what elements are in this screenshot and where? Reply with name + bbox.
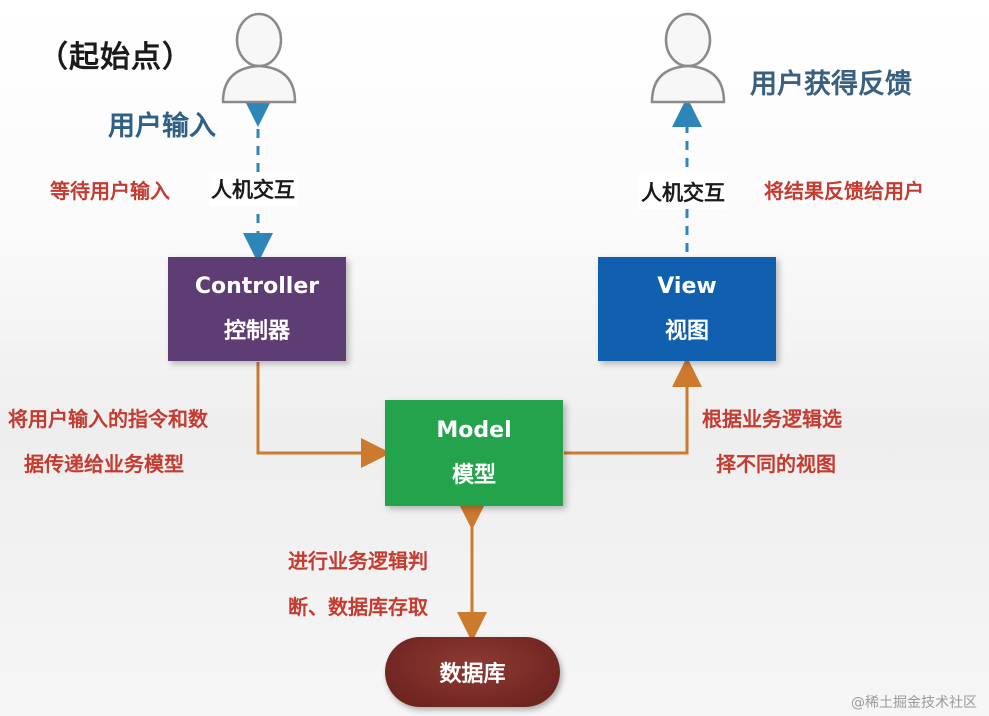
model-to-db-note-2: 断、数据库存取 (288, 595, 428, 619)
model-to-db-note-1: 进行业务逻辑判 (288, 549, 428, 573)
model-to-view-arrow (564, 357, 702, 455)
hci-right-label: 人机交互 (639, 175, 727, 209)
view-title: View (657, 273, 717, 299)
user-icon-feedback (650, 12, 726, 104)
return-result-note: 将结果反馈给用户 (764, 179, 924, 203)
wait-input-note: 等待用户输入 (50, 179, 170, 203)
controller-to-model-arrow (256, 362, 391, 468)
model-title: Model (436, 417, 512, 443)
controller-to-model-note-2: 据传递给业务模型 (24, 452, 184, 476)
database-node: 数据库 (385, 637, 560, 707)
model-to-view-note-1: 根据业务逻辑选 (702, 407, 842, 431)
model-subtitle: 模型 (451, 462, 496, 488)
view-box: View 视图 (598, 257, 776, 361)
controller-title: Controller (194, 273, 320, 299)
user-feedback-label: 用户获得反馈 (750, 69, 912, 100)
watermark: @稀土掘金技术社区 (851, 695, 977, 711)
hci-left-label: 人机交互 (209, 172, 297, 206)
controller-to-model-note-1: 将用户输入的指令和数 (8, 407, 208, 431)
user-icon-start (221, 12, 297, 104)
user-input-label: 用户输入 (108, 111, 216, 142)
model-to-view-note-2: 择不同的视图 (716, 452, 836, 476)
controller-box: Controller 控制器 (168, 257, 346, 361)
view-subtitle: 视图 (664, 318, 709, 344)
database-label: 数据库 (439, 662, 506, 687)
start-point-label: （起始点） (38, 40, 193, 75)
controller-subtitle: 控制器 (223, 318, 290, 344)
model-box: Model 模型 (385, 400, 563, 506)
